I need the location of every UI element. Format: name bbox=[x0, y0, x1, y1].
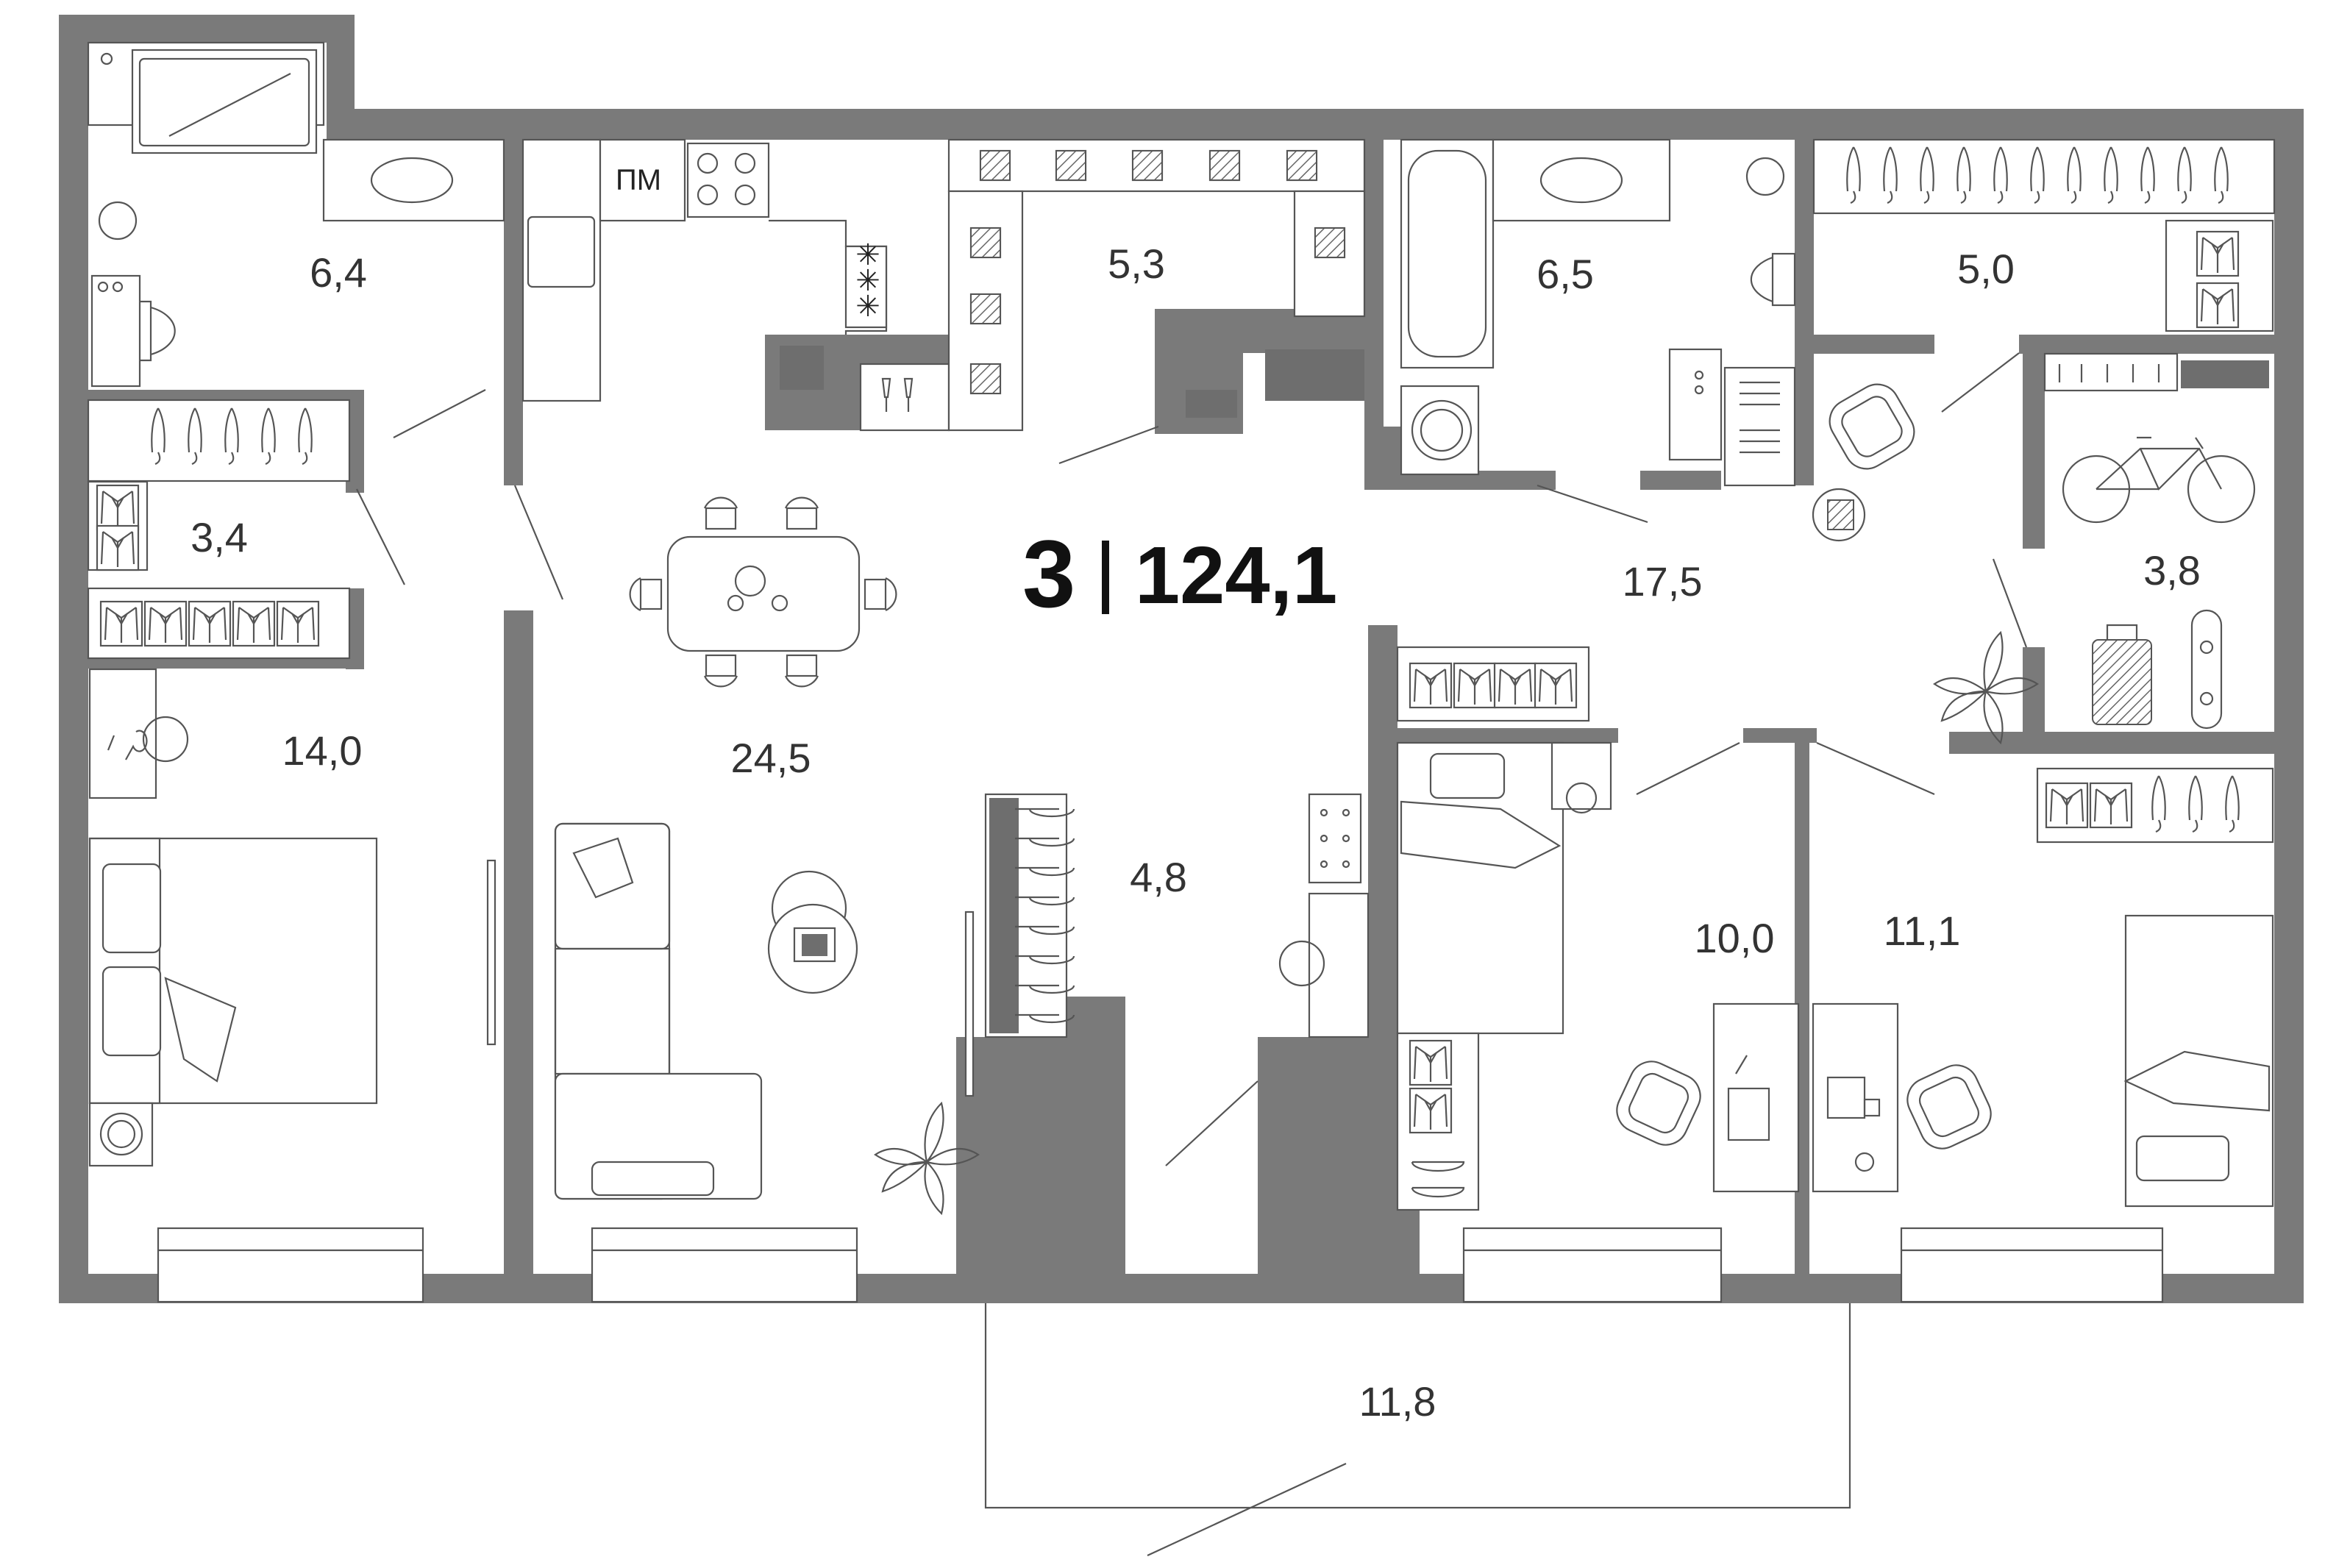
door-swings bbox=[356, 352, 2028, 1166]
area-pantry: 5,3 bbox=[1108, 240, 1165, 287]
area-balcony: 11,8 bbox=[1359, 1378, 1436, 1425]
area-storage: 3,8 bbox=[2143, 547, 2201, 594]
area-hall: 17,5 bbox=[1623, 558, 1703, 605]
rooms-count: 3 bbox=[1022, 520, 1075, 627]
total-area: 124,1 bbox=[1135, 530, 1337, 621]
svg-text:✳: ✳ bbox=[855, 239, 880, 271]
area-bathroom-left: 6,4 bbox=[310, 249, 367, 296]
kitchen-fixtures: ✳ ✳ ✳ ПМ bbox=[521, 138, 950, 432]
area-labels: 6,4 3,4 14,0 24,5 5,3 6,5 5,0 17,5 3,8 4… bbox=[191, 240, 2201, 1425]
summary-divider bbox=[1102, 541, 1109, 614]
area-kitchen-living: 24,5 bbox=[731, 735, 811, 781]
bedroom-center-furniture bbox=[1278, 646, 1800, 1211]
svg-text:✳: ✳ bbox=[855, 291, 880, 323]
wardrobe-left-fixtures bbox=[87, 399, 351, 660]
corridor-wardrobe bbox=[984, 793, 1075, 1038]
hall-furniture bbox=[1812, 375, 2039, 744]
area-wardrobe-right: 5,0 bbox=[1957, 246, 2015, 292]
bedroom-left-furniture bbox=[88, 668, 378, 1167]
storage-items bbox=[2062, 436, 2256, 730]
bathroom-center-fixtures bbox=[1400, 138, 1796, 487]
apartment-summary: 3 124,1 bbox=[1022, 520, 1337, 627]
bathroom-left-fixtures bbox=[87, 41, 505, 388]
area-bathroom-center: 6,5 bbox=[1537, 251, 1594, 297]
living-furniture bbox=[554, 822, 980, 1215]
area-bedroom-left: 14,0 bbox=[282, 727, 363, 774]
area-bedroom-center: 10,0 bbox=[1695, 915, 1775, 961]
windows bbox=[157, 1227, 2164, 1303]
wardrobe-right-fixtures bbox=[1812, 138, 2276, 392]
area-wardrobe-left: 3,4 bbox=[191, 514, 248, 560]
area-bedroom-right: 11,1 bbox=[1884, 908, 1961, 954]
dishwasher-label: ПМ bbox=[616, 164, 661, 196]
dining-set bbox=[629, 496, 897, 688]
bedroom-right-furniture bbox=[1812, 767, 2274, 1208]
balcony-outline bbox=[984, 1303, 1851, 1556]
pantry-fixtures bbox=[947, 138, 1366, 432]
area-corridor: 4,8 bbox=[1130, 854, 1187, 900]
walls bbox=[59, 15, 2304, 1303]
svg-text:✳: ✳ bbox=[855, 265, 880, 297]
